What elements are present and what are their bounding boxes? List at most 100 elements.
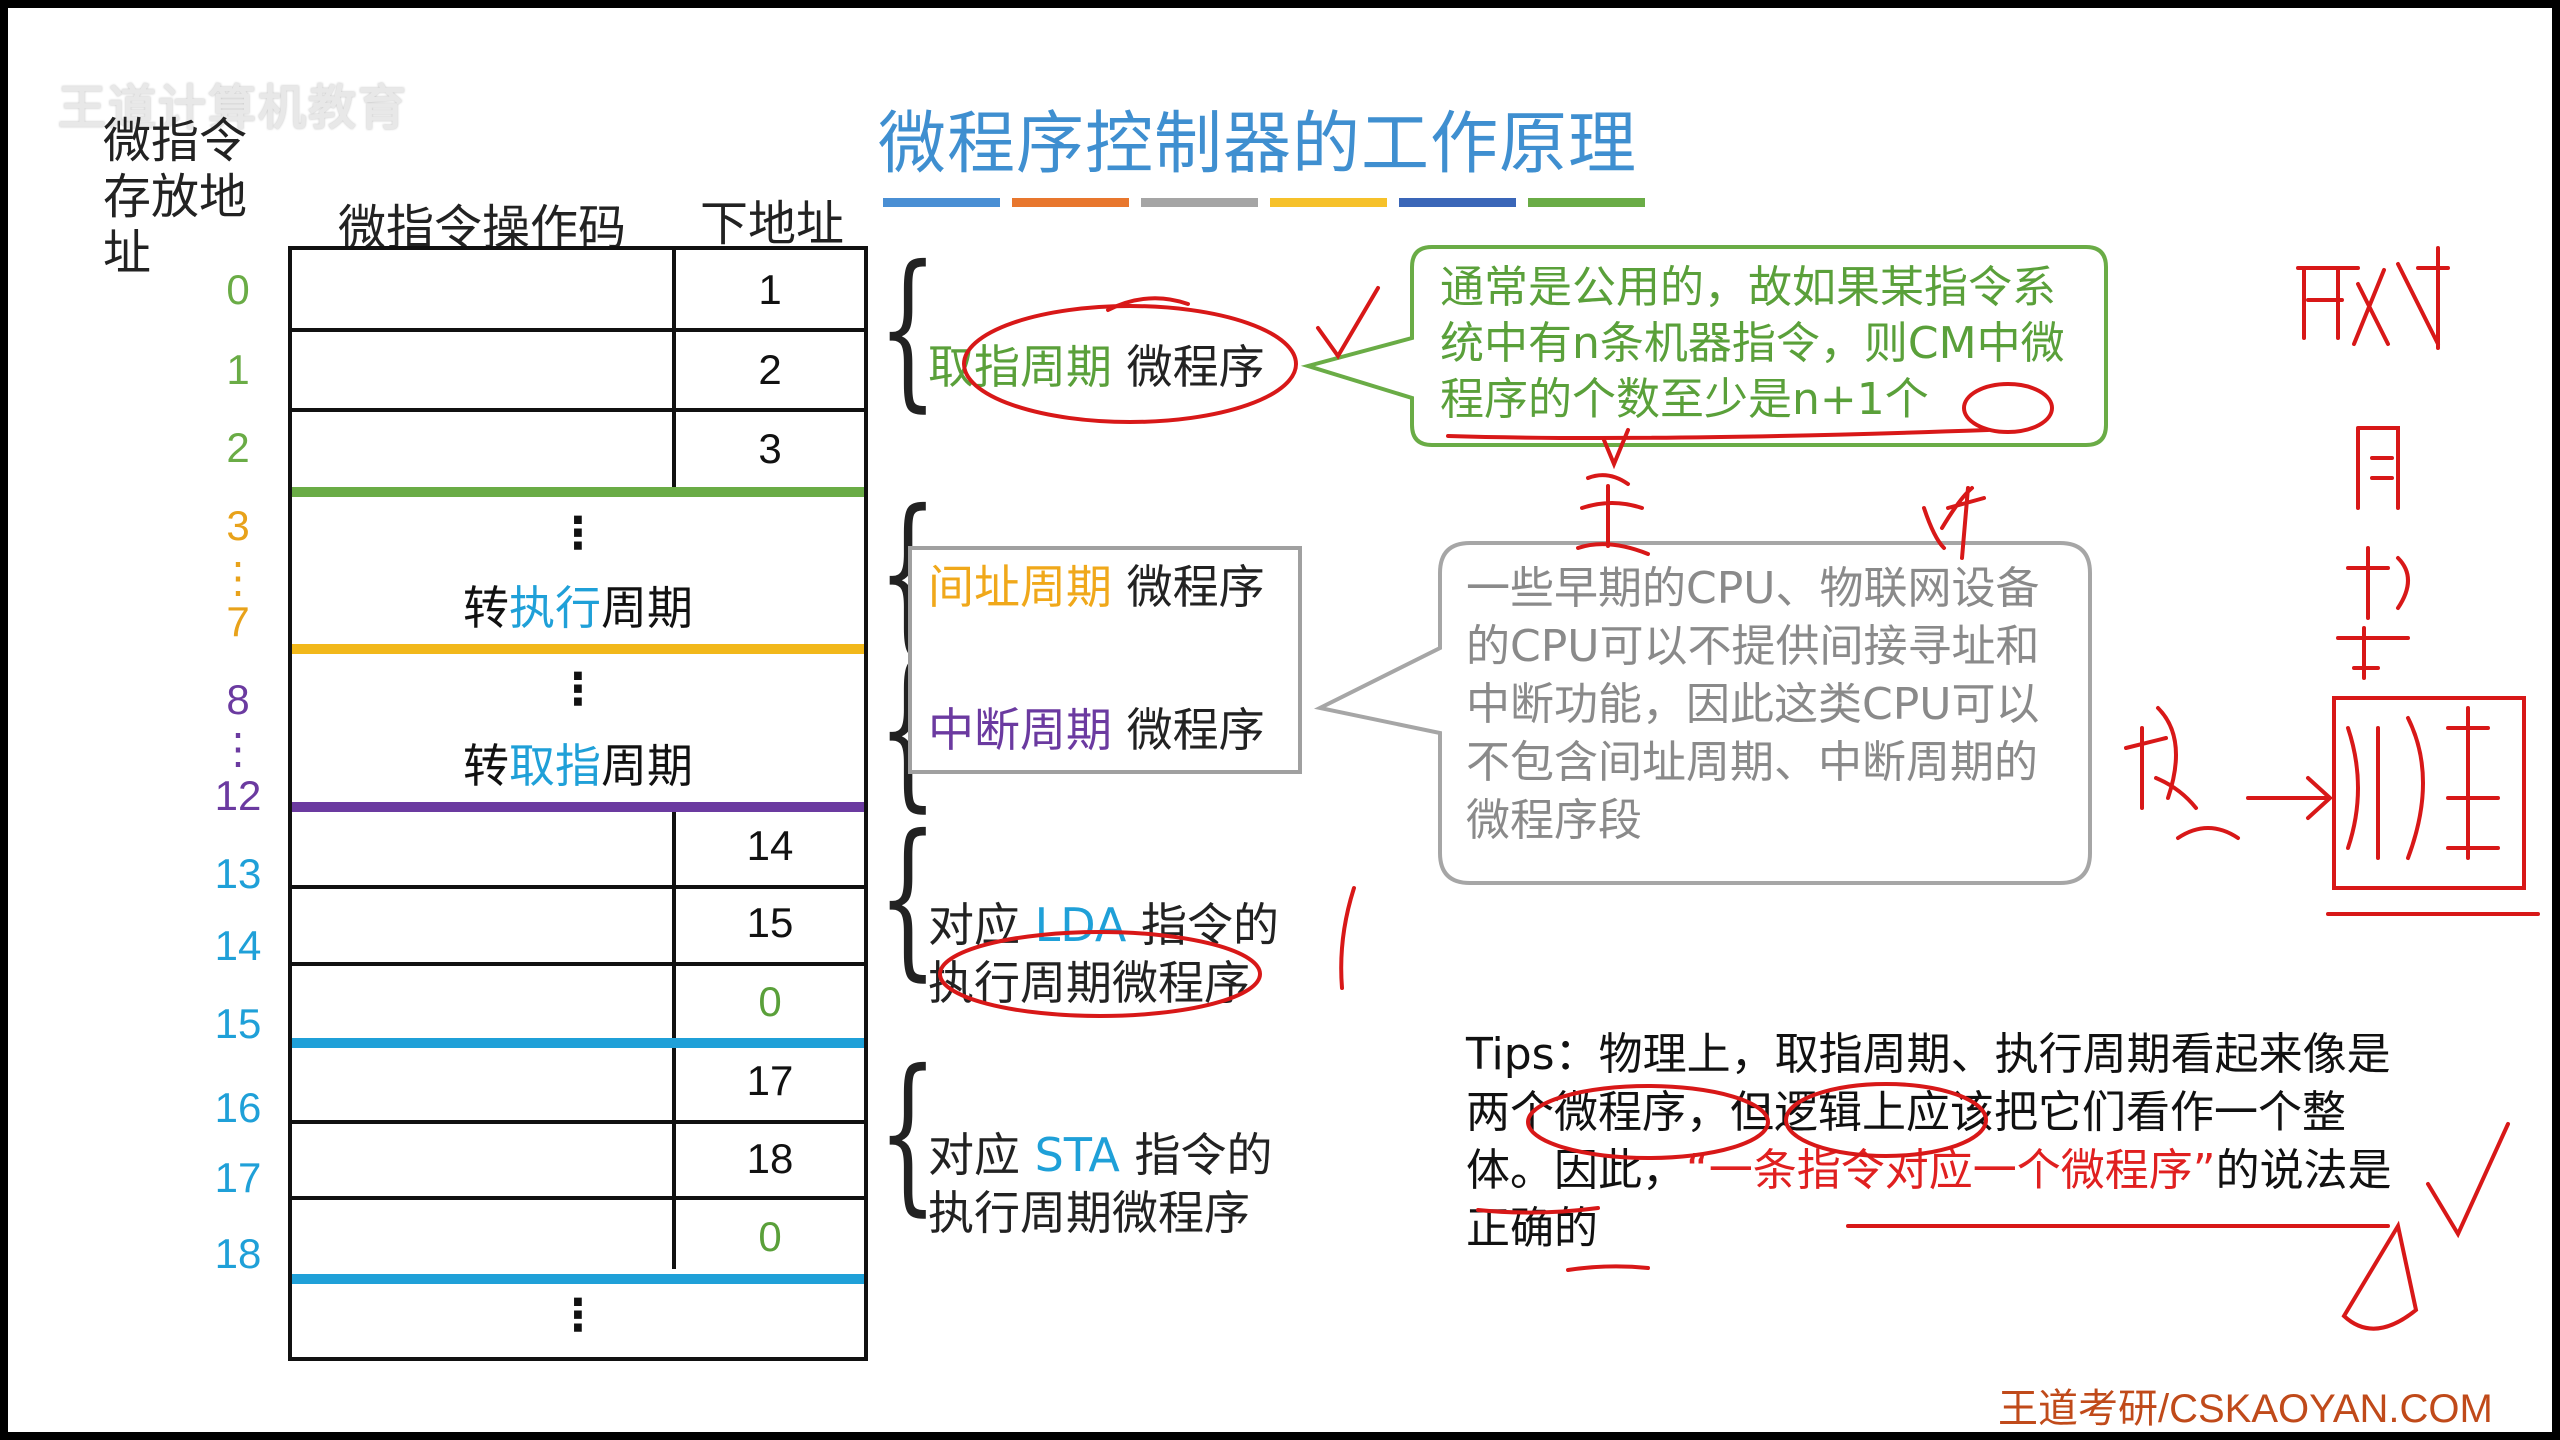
next-address-cell: 0 xyxy=(758,978,782,1025)
ink-stroke xyxy=(2352,626,2380,680)
handwritten-microprogram-glyph xyxy=(2346,706,2500,860)
jump-to-execute: 转执行周期 xyxy=(292,572,864,638)
ellipsis: ⋮ xyxy=(556,508,600,559)
next-address-cell: 3 xyxy=(758,425,782,472)
handwritten-annotations xyxy=(938,246,2540,1331)
row-line xyxy=(292,328,864,332)
next-address-cell: 18 xyxy=(746,1135,794,1182)
sta-label-line2: 执行周期微程序 xyxy=(928,1186,1250,1240)
address-label: 3 xyxy=(226,502,250,549)
arrow-right-icon xyxy=(2246,776,2333,820)
label-highlight: STA xyxy=(1034,1128,1120,1182)
green-note-text: 通常是公用的，故如果某指令系统中有n条机器指令，则CM中微程序的个数至少是n+1… xyxy=(1440,262,2065,425)
gray-note-text: 一些早期的CPU、物联网设备的CPU可以不提供间接寻址和中断功能，因此这类CPU… xyxy=(1466,563,2040,846)
row-line xyxy=(292,408,864,412)
circle-n-plus-1 xyxy=(1962,382,2054,434)
address-label: 15 xyxy=(214,1000,262,1047)
handwritten-n-ge-glyph xyxy=(1922,486,1986,560)
handwritten-exec-glyph xyxy=(2336,546,2410,640)
next-address-cell: 0 xyxy=(758,1213,782,1260)
tips-quote: “一条指令对应一个微程序” xyxy=(1686,1145,2216,1196)
underline-stroke xyxy=(1566,1264,1650,1272)
ellipsis: ⋮ xyxy=(556,664,600,715)
color-bar xyxy=(1012,198,1129,207)
row-line xyxy=(292,885,864,889)
jump-to-fetch: 转取指周期 xyxy=(292,730,864,796)
address-label: 2 xyxy=(226,424,250,471)
next-address-cell: 17 xyxy=(746,1057,794,1104)
address-label: 14 xyxy=(214,922,262,969)
slide-title: 微程序控制器的工作原理 xyxy=(878,105,1638,184)
next-address-cell: 2 xyxy=(758,346,782,393)
pen-cursor-icon xyxy=(2341,1220,2419,1331)
underline-stroke xyxy=(1446,428,1990,440)
indirect-interrupt-box xyxy=(908,546,1302,774)
interrupt-microprogram-label: 中断周期 微程序 xyxy=(928,701,1265,759)
footer-brand: 王道考研/CSKAOYAN.COM xyxy=(1998,1387,2493,1431)
label-text: 对应 xyxy=(928,898,1035,952)
checkmark-icon xyxy=(2426,1122,2510,1239)
control-memory-table: 1 2 3 14 15 0 17 18 0 ⋮ 转执行周期 ⋮ 转取指周期 ⋮ xyxy=(288,246,868,1361)
brace-sta: { xyxy=(878,1034,938,1232)
label-text: 微程序 xyxy=(1112,703,1265,757)
checkmark-icon xyxy=(1316,286,1380,360)
label-text: 指令的 xyxy=(1119,1128,1273,1182)
circle-logically xyxy=(1784,1082,1988,1158)
next-address-header: 下地址 xyxy=(700,196,845,252)
row-line xyxy=(292,1120,864,1124)
next-address-cell: 14 xyxy=(746,822,794,869)
label-highlight: 间址周期 xyxy=(928,560,1112,614)
address-label: 7 xyxy=(226,598,250,645)
jump-text: 周期 xyxy=(601,739,693,793)
row-line xyxy=(292,962,864,966)
fetch-section-separator xyxy=(292,487,864,497)
brace-lda: { xyxy=(878,799,938,997)
label-text: 对应 xyxy=(928,1128,1035,1182)
color-bar xyxy=(883,198,1000,207)
jump-highlight: 执行 xyxy=(509,581,601,635)
fetch-microprogram-label: 取指周期 微程序 xyxy=(928,338,1265,396)
handwritten-instruction-glyph xyxy=(2124,706,2240,840)
handwritten-fetch-glyph xyxy=(2296,246,2450,350)
jump-text: 转 xyxy=(463,581,509,635)
sta-section-separator xyxy=(292,1274,864,1284)
sta-label-line1: 对应 STA 指令的 xyxy=(928,1126,1272,1184)
jump-text: 转 xyxy=(463,739,509,793)
address-header: 微指令存放地址 xyxy=(103,113,248,281)
tips-paragraph: Tips：物理上，取指周期、执行周期看起来像是两个微程序，但逻辑上应该把它们看作… xyxy=(1466,1026,2426,1258)
sta-label: 对应 STA 指令的 执行周期微程序 xyxy=(928,1126,1272,1242)
next-address-cell: 15 xyxy=(746,899,794,946)
indirect-section-separator xyxy=(292,644,864,654)
handwritten-indirect-glyph xyxy=(2356,426,2400,510)
address-label: 0 xyxy=(226,266,250,313)
ink-stroke xyxy=(1339,886,1356,990)
green-callout-bubble xyxy=(1300,245,2108,447)
indirect-microprogram-label: 间址周期 微程序 xyxy=(928,558,1265,616)
tips-text: Tips：物理上，取指周期、执行周期看起来像是两个微程序，但逻辑上应该把它们看作… xyxy=(1466,1029,2391,1196)
label-highlight: LDA xyxy=(1034,898,1127,952)
circle-two-programs xyxy=(1526,1084,1770,1160)
interrupt-section-separator xyxy=(292,802,864,812)
callout-shapes xyxy=(1300,245,2108,885)
label-text: 微程序 xyxy=(1112,340,1265,394)
address-label: 8 xyxy=(226,676,250,723)
address-label: 12 xyxy=(214,772,262,819)
ink-stroke xyxy=(1106,296,1190,312)
jump-highlight: 取指 xyxy=(509,739,601,793)
lda-label: 对应 LDA 指令的 执行周期微程序 xyxy=(928,896,1279,1012)
column-divider xyxy=(672,250,676,492)
color-bar xyxy=(1270,198,1387,207)
address-label: 13 xyxy=(214,850,262,897)
circle-fetch-label xyxy=(962,304,1298,424)
title-color-bars xyxy=(883,198,1645,207)
address-label: ⋮ xyxy=(217,554,259,601)
color-bar xyxy=(1528,198,1645,207)
label-highlight: 中断周期 xyxy=(928,703,1112,757)
label-text: 微程序 xyxy=(1112,560,1265,614)
address-label: 1 xyxy=(226,346,250,393)
gray-callout-bubble xyxy=(1313,541,2092,885)
circle-exec-label xyxy=(938,930,1262,1018)
color-bar xyxy=(1399,198,1516,207)
address-label: 16 xyxy=(214,1084,262,1131)
next-address-cell: 1 xyxy=(758,266,782,313)
